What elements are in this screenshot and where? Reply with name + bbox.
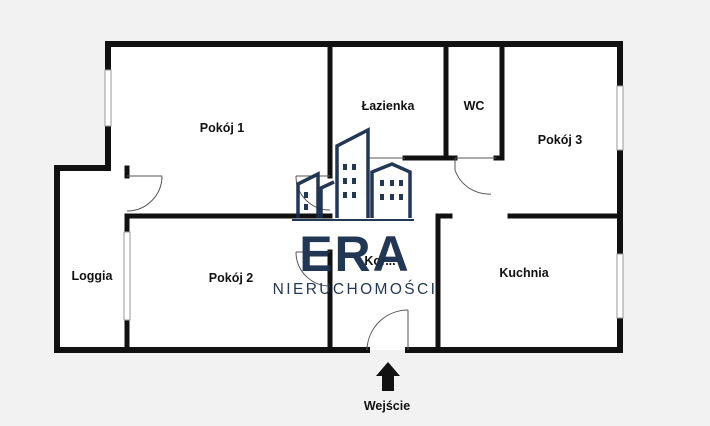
room-label-kuchnia: Kuchnia xyxy=(499,266,549,280)
door-loggia xyxy=(126,175,163,212)
room-label-wc: WC xyxy=(464,99,485,113)
arrow-up-icon xyxy=(376,362,400,391)
room-labels: Pokój 1 Łazienka WC Pokój 3 Loggia Pokój… xyxy=(72,99,583,285)
room-label-pokoj-1: Pokój 1 xyxy=(200,121,245,135)
logo-brand: ERA xyxy=(299,226,411,282)
buildings-logo-icon xyxy=(292,127,414,221)
door-wc xyxy=(454,157,496,195)
room-label-loggia: Loggia xyxy=(72,269,114,283)
windows xyxy=(104,69,624,321)
door-entrance xyxy=(366,309,409,351)
interior-walls xyxy=(124,41,623,353)
room-label-korytarz: Kor... xyxy=(364,254,395,268)
era-logo: ERA NIERUCHOMOŚCI xyxy=(273,127,438,298)
doors xyxy=(126,157,496,351)
window-pokoj2-loggia xyxy=(123,231,131,321)
floor-area xyxy=(57,44,620,350)
door-pokoj2 xyxy=(295,251,331,287)
room-label-pokoj-3: Pokój 3 xyxy=(538,133,583,147)
entrance-label: Wejście xyxy=(364,399,410,413)
window-pokoj3 xyxy=(616,85,624,151)
entrance-marker: Wejście xyxy=(364,362,410,413)
window-pokoj1 xyxy=(104,69,112,127)
room-label-pokoj-2: Pokój 2 xyxy=(209,271,254,285)
window-kuchnia xyxy=(616,253,624,319)
logo-tagline: NIERUCHOMOŚCI xyxy=(273,280,438,298)
room-label-lazienka: Łazienka xyxy=(362,99,416,113)
